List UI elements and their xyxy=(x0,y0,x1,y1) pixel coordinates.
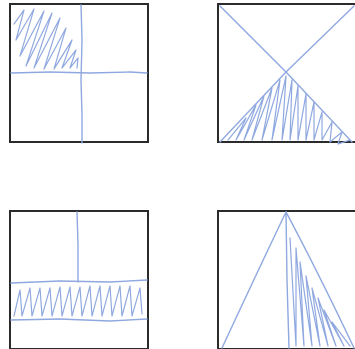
panel-3-hatching xyxy=(14,286,142,316)
panel-4-center-line xyxy=(286,212,289,348)
panel-apex-triangle xyxy=(218,211,355,349)
panel-4-ink xyxy=(222,212,354,348)
panel-horizontal-band xyxy=(10,211,148,349)
panel-2-ink xyxy=(220,6,354,144)
panel-1-horizontal-line xyxy=(11,72,147,73)
panel-quadrant-grid xyxy=(10,4,148,143)
panel-4-hatching xyxy=(290,238,350,346)
panel-3-vertical-line xyxy=(77,212,78,282)
panel-2-hatching xyxy=(228,76,350,144)
panel-3-band-top xyxy=(11,280,147,283)
panel-1-ink xyxy=(11,5,147,143)
panel-3-frame xyxy=(10,211,148,349)
panel-4-left-edge xyxy=(222,212,286,348)
panel-1-hatching xyxy=(14,9,78,69)
panel-diagonal-cross xyxy=(218,4,355,144)
panel-3-band-bottom xyxy=(11,319,147,321)
panel-1-vertical-line xyxy=(81,5,82,143)
panel-3-ink xyxy=(11,212,147,321)
